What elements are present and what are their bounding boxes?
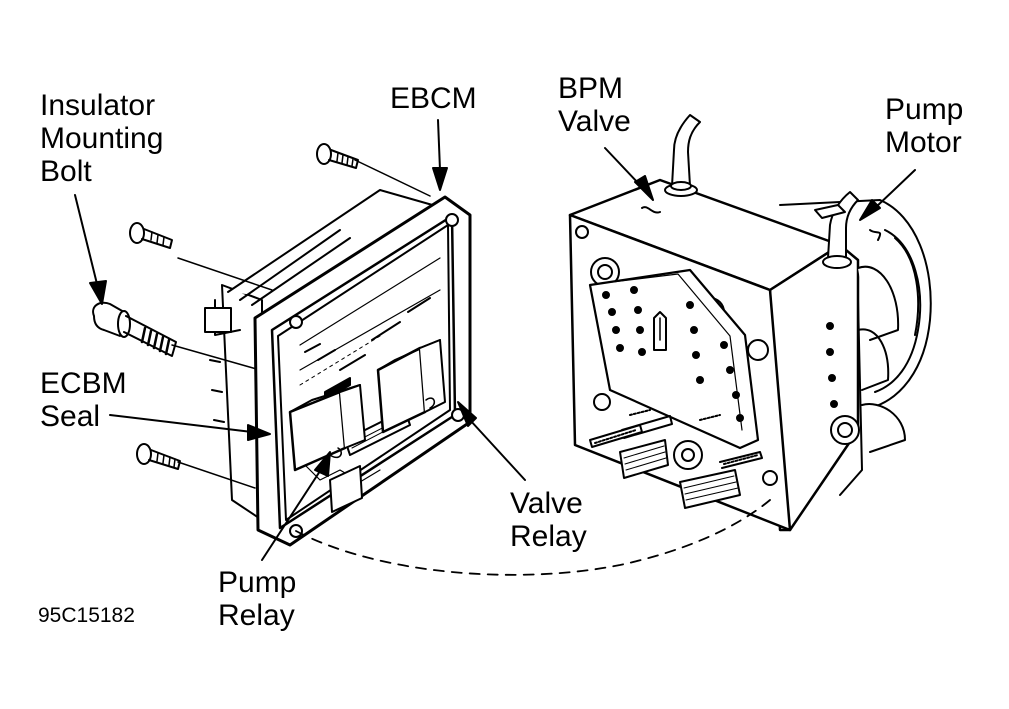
leader-insulator-bolt — [74, 194, 107, 305]
label-pump-motor: Pump Motor — [885, 93, 963, 159]
label-ecbm-seal: ECBM Seal — [40, 367, 127, 433]
insulator-mounting-bolt — [92, 301, 177, 357]
figure-code: 95C15182 — [38, 604, 135, 627]
label-line: Motor — [885, 126, 962, 159]
bolt-upper-left — [129, 222, 173, 249]
leader-ebcm — [432, 119, 448, 191]
label-line: Mounting — [40, 122, 164, 155]
label-pump-relay: Pump Relay — [218, 566, 296, 632]
label-line: Bolt — [40, 155, 92, 188]
label-line: Valve — [558, 105, 631, 138]
label-line: Seal — [40, 400, 101, 433]
label-line: BPM — [558, 72, 624, 105]
label-line: Valve — [510, 487, 583, 520]
label-valve-relay: Valve Relay — [510, 487, 587, 553]
mounting-dashed-line — [295, 499, 771, 576]
label-line: Pump — [218, 566, 297, 599]
label-line: EBCM — [390, 82, 477, 115]
label-line: ECBM — [40, 367, 127, 400]
bolt-top — [316, 143, 359, 169]
bolt-lower-left — [136, 443, 181, 470]
label-bpm-valve: BPM Valve — [558, 72, 631, 138]
label-line: Insulator — [40, 89, 156, 122]
modulator-assembly — [568, 114, 932, 532]
label-line: Pump — [885, 93, 964, 126]
label-insulator-mounting-bolt: Insulator Mounting Bolt — [40, 89, 163, 188]
label-line: Relay — [218, 599, 295, 632]
label-ebcm: EBCM — [390, 82, 477, 115]
leader-pump-motor — [859, 169, 916, 241]
leader-ecbm-seal — [109, 414, 271, 441]
leader-valve-relay — [457, 401, 526, 481]
label-line: Relay — [510, 520, 587, 553]
ebcm-assembly — [171, 159, 472, 547]
leader-pump-relay — [261, 451, 331, 561]
leader-bpm-valve — [604, 147, 661, 214]
